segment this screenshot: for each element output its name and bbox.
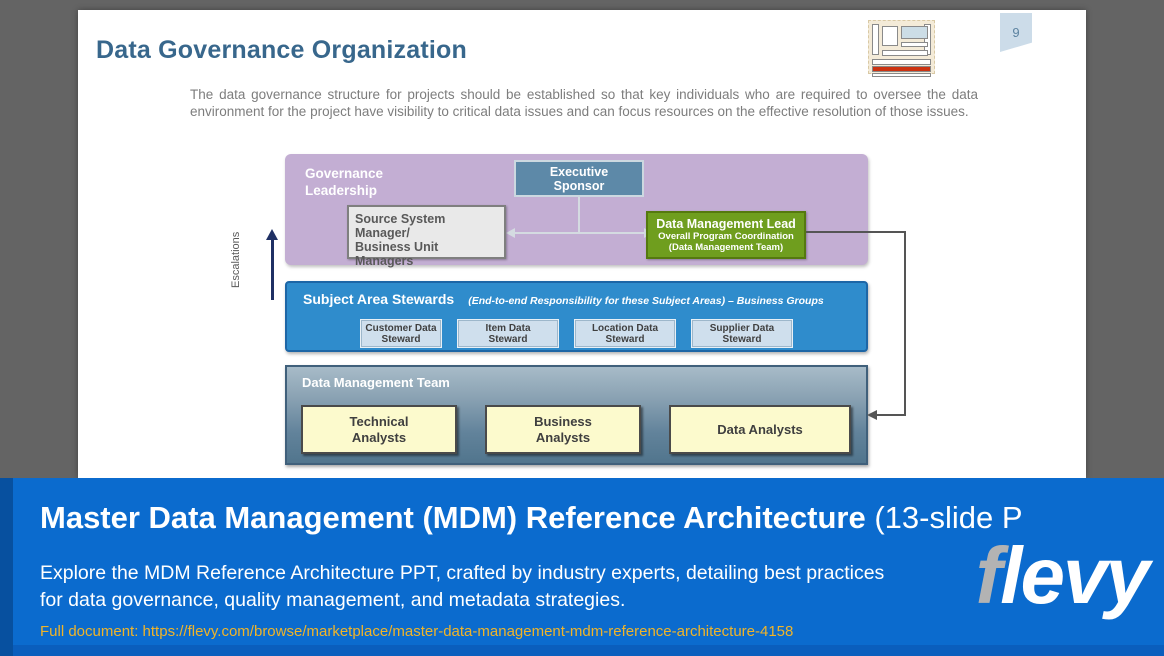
- analyst-label: Technical Analysts: [349, 413, 409, 445]
- presentation-slide: Data Governance Organization 9 The data …: [78, 10, 1086, 478]
- stewards-row: Customer Data Steward Item Data Steward …: [360, 319, 793, 348]
- flevy-logo-f: f: [975, 531, 1003, 620]
- steward-label: Item Data Steward: [485, 322, 531, 345]
- lead-to-team-connector: [904, 231, 906, 416]
- document-link[interactable]: Full document: https://flevy.com/browse/…: [40, 623, 793, 640]
- slide-title: Data Governance Organization: [96, 36, 467, 64]
- banner-left-edge: [0, 478, 13, 656]
- page-number-badge: 9: [1000, 13, 1032, 52]
- analyst-label: Business Analysts: [534, 413, 592, 445]
- analyst-label: Data Analysts: [717, 421, 803, 437]
- executive-sponsor-box: Executive Sponsor: [514, 160, 644, 197]
- lead-to-team-connector: [876, 414, 906, 416]
- connector-stem: [578, 197, 580, 233]
- steward-label: Location Data Steward: [591, 322, 659, 345]
- layout-icon-strip: [872, 73, 931, 77]
- layout-icon-strip: [901, 42, 928, 47]
- governance-leadership-box: Governance Leadership Executive Sponsor …: [285, 154, 868, 268]
- banner-title-regular: (13-slide P: [865, 500, 1023, 535]
- layout-icon-strip: [872, 59, 931, 65]
- document-link-prefix: Full document:: [40, 623, 143, 640]
- banner-description: Explore the MDM Reference Architecture P…: [40, 562, 885, 611]
- banner-title-bold: Master Data Management (MDM) Reference A…: [40, 500, 866, 535]
- steward-label: Customer Data Steward: [365, 322, 437, 345]
- data-management-team-box: Data Management Team Technical Analysts …: [285, 365, 868, 465]
- connector-horizontal: [514, 232, 645, 234]
- location-data-steward-box: Location Data Steward: [574, 319, 676, 348]
- banner-bottom-strip: [0, 645, 1164, 656]
- flevy-logo: flevy: [976, 536, 1150, 616]
- data-analysts-box: Data Analysts: [669, 405, 851, 454]
- lead-to-team-connector: [806, 231, 906, 233]
- executive-sponsor-label: Executive Sponsor: [549, 164, 609, 193]
- business-analysts-box: Business Analysts: [485, 405, 641, 454]
- steward-label: Supplier Data Steward: [709, 322, 775, 345]
- document-link-url[interactable]: https://flevy.com/browse/marketplace/mas…: [142, 623, 794, 640]
- layout-icon-strip: [882, 50, 928, 56]
- stewards-title: Subject Area Stewards: [303, 291, 455, 307]
- stewards-header: Subject Area Stewards (End-to-end Respons…: [303, 291, 824, 309]
- connector-arrow-left-icon: [506, 228, 515, 238]
- escalation-arrow-line: [271, 238, 274, 300]
- lead-to-team-arrow-icon: [867, 410, 877, 420]
- technical-analysts-box: Technical Analysts: [301, 405, 457, 454]
- source-system-manager-label: Source System Manager/: [355, 212, 446, 240]
- customer-data-steward-box: Customer Data Steward: [360, 319, 442, 348]
- slide-layout-icon: [868, 20, 935, 77]
- layout-icon-square: [882, 26, 898, 46]
- promo-banner: Master Data Management (MDM) Reference A…: [0, 478, 1164, 656]
- escalations-label: Escalations: [230, 231, 242, 289]
- data-management-team-title: Data Management Team: [302, 375, 450, 390]
- flevy-logo-levy: levy: [1000, 531, 1150, 620]
- data-management-lead-subtitle: (Data Management Team): [668, 242, 784, 253]
- slide-intro-paragraph: The data governance structure for projec…: [190, 87, 978, 119]
- governance-leadership-label: Governance Leadership: [305, 166, 384, 198]
- supplier-data-steward-box: Supplier Data Steward: [691, 319, 793, 348]
- item-data-steward-box: Item Data Steward: [457, 319, 559, 348]
- data-management-lead-box: Data Management Lead Overall Program Coo…: [646, 211, 806, 259]
- escalation-arrow-head-icon: [266, 229, 278, 240]
- source-system-manager-box: Source System Manager/ Business Unit Man…: [347, 205, 506, 268]
- data-management-lead-subtitle: Overall Program Coordination: [658, 231, 794, 242]
- business-unit-managers-label: Business Unit Managers: [355, 240, 439, 268]
- banner-title: Master Data Management (MDM) Reference A…: [40, 500, 1023, 536]
- layout-icon-red-strip: [872, 66, 931, 72]
- stewards-subtitle: (End-to-end Responsibility for these Sub…: [468, 295, 824, 307]
- data-management-lead-title: Data Management Lead: [656, 217, 796, 231]
- layout-icon-blue-block: [901, 26, 928, 39]
- subject-area-stewards-box: Subject Area Stewards (End-to-end Respons…: [285, 281, 868, 352]
- layout-icon-left-bar: [872, 24, 879, 55]
